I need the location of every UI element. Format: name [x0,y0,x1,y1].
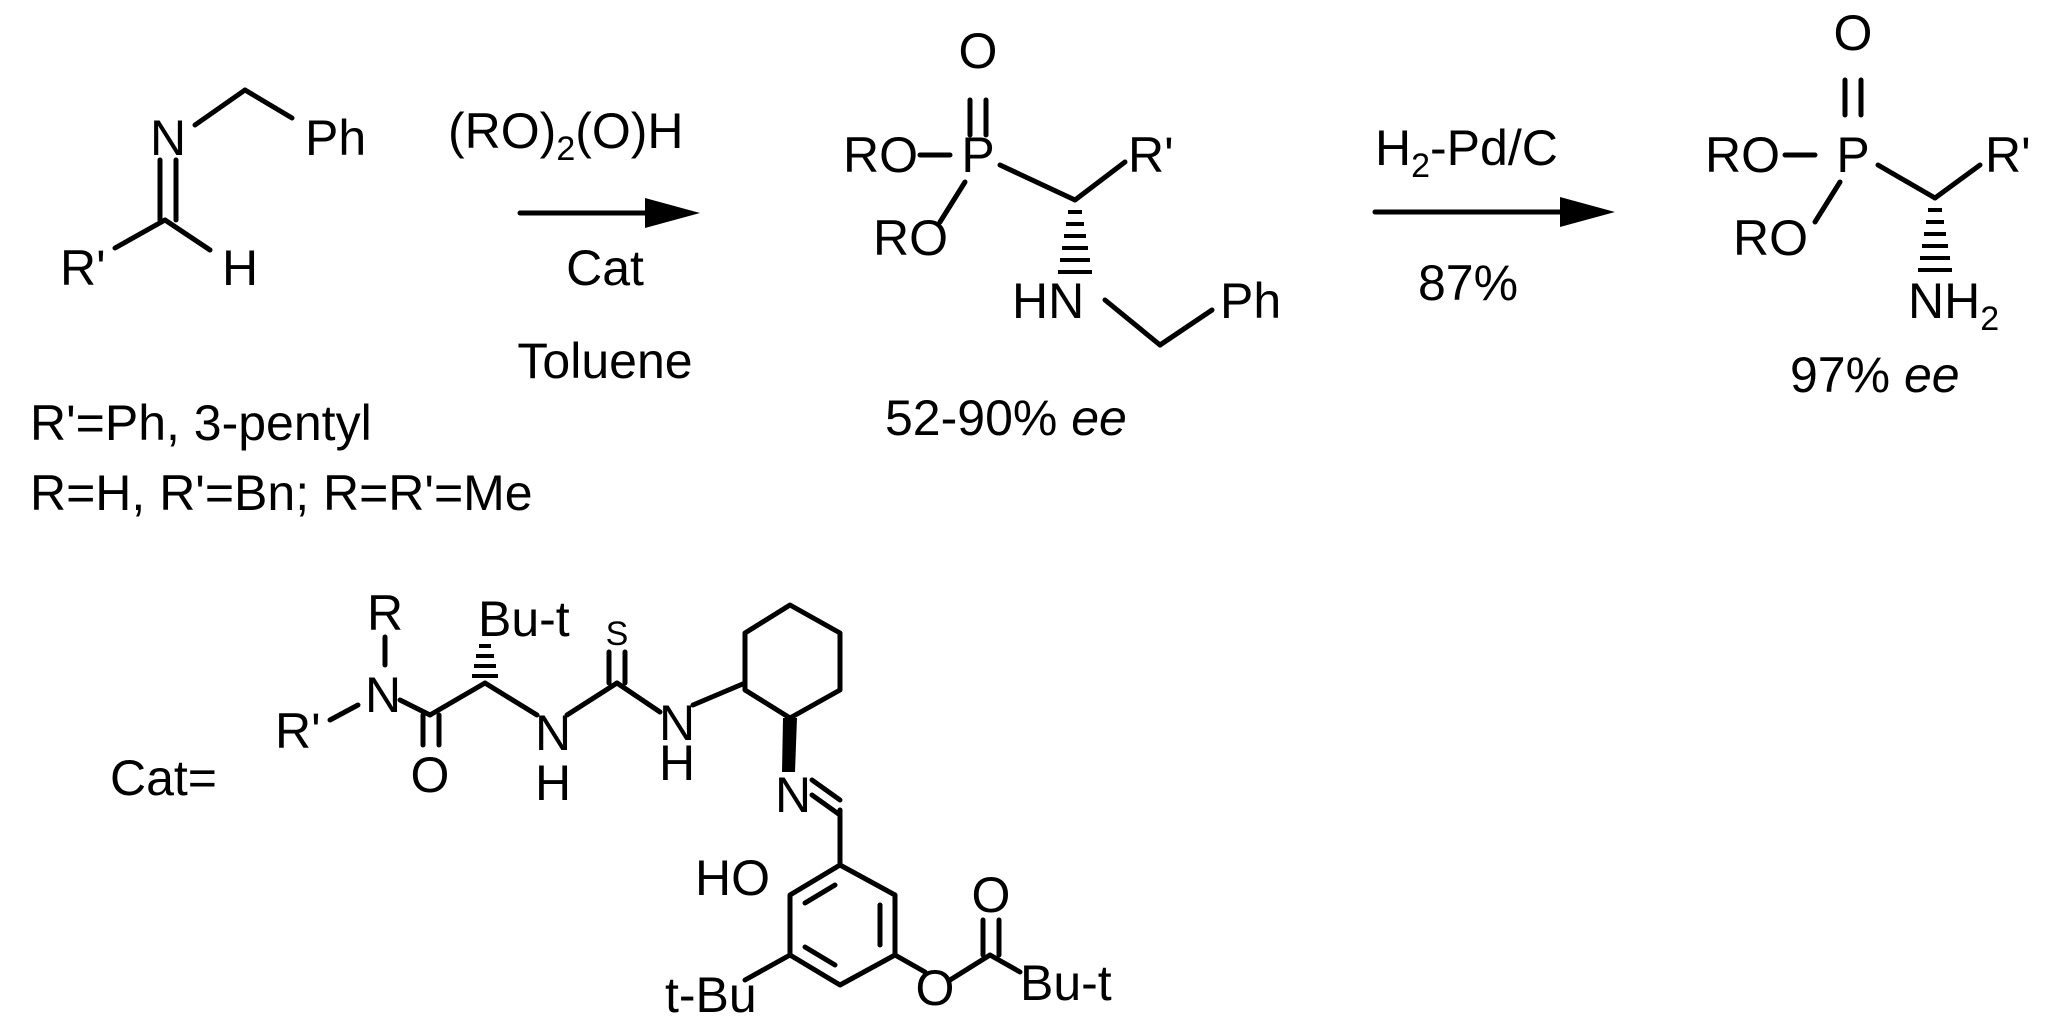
reaction-arrow-1: (RO)2(O)H Cat Toluene [448,103,700,389]
cat-ester-bu-t-label: Bu-t [1020,955,1112,1011]
product-2-aminophosphonate: O P RO RO R' NH2 97% ee [1705,5,2031,403]
bond-c-tbu [987,952,1023,975]
wedge-bond-n [782,718,797,772]
cat-nh-right-n: N [659,695,695,751]
benzene-ring [787,862,898,988]
imine-rprime-label: R' [60,240,106,296]
bond-n-co [397,697,433,718]
bond-aryl-tbu [742,952,793,983]
p2-rprime-label: R' [1985,127,2031,183]
product-1-aminophosphonate: O P RO RO R' HN Ph 52-90% ee [843,23,1281,446]
bond-c-rprime [1072,159,1128,203]
catalyst-structure: Cat= R R' N O Bu-t S N H N H [110,585,1112,1023]
arrow1-reagent: (RO)2(O)H [448,103,684,168]
p2-ee-label: 97% ee [1790,347,1960,403]
hashed-wedge-bond [1918,208,1952,272]
bond-p-c [997,162,1078,203]
bond-o-c [947,952,993,983]
substituent-note-2: R=H, R'=Bn; R=R'=Me [30,465,533,521]
cat-nh-right-h: H [659,735,695,791]
arrow2-head [1560,197,1615,227]
bond-p-ro-lower [1812,179,1843,225]
cat-nh-left-h: H [535,755,571,811]
cat-t-bu-label: t-Bu [665,967,757,1023]
p1-rprime-label: R' [1128,127,1174,183]
catalyst-prefix: Cat= [110,750,217,806]
cat-amide-o-label: O [411,747,450,803]
p2-ro-bottom-label: RO [1733,210,1808,266]
bond-c-rprime [1932,162,1983,201]
imine-n-label: N [150,110,186,166]
arrow1-solvent: Toluene [517,333,692,389]
p2-o-label: O [1834,5,1873,61]
cat-s-label: S [606,615,629,653]
cat-amide-n-label: N [365,667,401,723]
cat-ho-label: HO [695,850,770,906]
arrow1-catalyst: Cat [566,240,644,296]
p2-nh2-label: NH2 [1908,273,1999,338]
hashed-bond-tbu [472,644,498,678]
bond-aryl-o [892,952,928,975]
bond-cs-nh [614,680,663,715]
p1-p-label: P [961,127,994,183]
cyclohexane-ring [742,602,843,721]
bond-rprime-c [112,217,168,251]
bond-p-c [1875,162,1938,201]
cat-ester-o-label: O [916,960,955,1016]
bond-n-ch2 [1102,297,1163,348]
p1-ro-bottom-label: RO [873,210,948,266]
p2-p-label: P [1836,127,1869,183]
p2-ro-top-label: RO [1705,127,1780,183]
cat-carbonyl-o-label: O [972,867,1011,923]
p1-hn-label: HN [1012,273,1084,329]
bond-p-ro-lower [937,179,968,225]
p1-ph-label: Ph [1220,273,1281,329]
bond-n-ch2 [192,87,248,128]
aromatic-double-1 [802,882,838,906]
p1-ro-top-label: RO [843,127,918,183]
bond-c-h [162,217,213,253]
arrow1-head [645,198,700,228]
cat-bu-t-label: Bu-t [478,591,570,647]
aromatic-double-3 [802,944,838,968]
arrow2-yield: 87% [1418,255,1518,311]
bond-n-ch-1 [809,792,843,818]
cat-r-label: R [367,585,403,641]
cat-rprime-label: R' [275,703,321,759]
bond-n-ch-2 [809,777,843,803]
substituent-note-1: R'=Ph, 3-pentyl [30,395,372,451]
bond-rprime-n [327,702,361,723]
arrow2-reagent: H2-Pd/C [1375,120,1558,185]
cat-imine-n-label: N [775,767,811,823]
bond-ch2-ph [1157,307,1215,348]
cat-nh-left-n: N [535,705,571,761]
p1-ee-label: 52-90% ee [885,390,1127,446]
bond-nh-cyclohexyl [690,680,748,708]
bond-calpha-nh [482,680,540,718]
bond-nh-cs [564,680,620,718]
p1-o-label: O [959,23,998,79]
starting-imine: N Ph R' H [60,87,366,296]
reaction-arrow-2: H2-Pd/C 87% [1372,120,1615,311]
imine-h-label: H [222,240,258,296]
imine-ph-label: Ph [305,110,366,166]
bond-ch2-ph [242,87,295,121]
hashed-wedge-bond [1058,210,1092,274]
bond-co-calpha [427,680,488,718]
